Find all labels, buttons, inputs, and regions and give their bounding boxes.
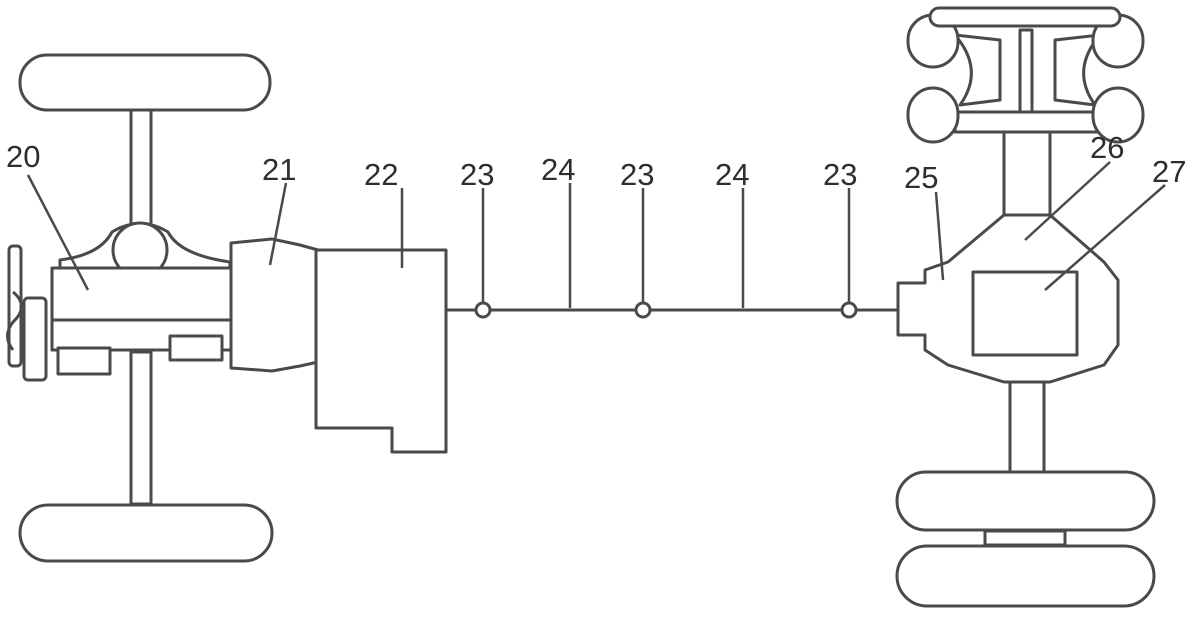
- label-23-second: 23: [620, 157, 654, 192]
- rear-lower-spacer: [983, 529, 1067, 547]
- engine-accessory-left: [56, 346, 112, 376]
- engine-block: [50, 266, 234, 322]
- front-lower-wheel: [18, 503, 274, 563]
- leader-lines: [26, 161, 1166, 308]
- label-27: 27: [1152, 154, 1186, 189]
- leader-25: [934, 191, 945, 281]
- universal-joint-1: [474, 301, 492, 319]
- label-23-first: 23: [460, 157, 494, 192]
- rear-lower-wheel-outer: [895, 470, 1156, 532]
- universal-joint-2: [634, 301, 652, 319]
- front-lower-axle-shaft: [129, 350, 153, 506]
- universal-joint-3: [840, 301, 858, 319]
- label-21: 21: [262, 152, 296, 187]
- leader-26: [1024, 161, 1111, 241]
- belt-curve: [6, 290, 23, 351]
- reference-labels: 20 21 22 23 24 23 24 23 25 26 27: [6, 130, 1186, 195]
- unit-21-housing: [229, 237, 320, 373]
- label-26: 26: [1090, 130, 1124, 165]
- front-upper-axle-shaft: [129, 103, 153, 237]
- propeller-shaft-assembly: [446, 301, 898, 319]
- leader-21: [268, 182, 288, 266]
- rear-axle-assembly: [895, 6, 1156, 608]
- rear-suspension-bar: [953, 110, 1105, 134]
- rear-upper-suspension: [953, 33, 1002, 107]
- drive-motor: [971, 270, 1079, 357]
- leader-27: [1044, 184, 1166, 291]
- rear-upper-wheel-left-inner: [906, 86, 960, 144]
- label-23-third: 23: [823, 157, 857, 192]
- unit-22-housing: [314, 248, 448, 454]
- label-24-first: 24: [541, 152, 575, 187]
- label-25: 25: [904, 160, 938, 195]
- label-22: 22: [364, 157, 398, 192]
- flywheel-plate: [22, 296, 48, 382]
- leader-20: [26, 174, 90, 291]
- label-20: 20: [6, 139, 40, 174]
- rear-lower-wheel-inner: [895, 544, 1156, 608]
- label-24-second: 24: [715, 157, 749, 192]
- front-upper-wheel: [18, 53, 272, 112]
- rear-upper-wheel-right-inner: [1091, 86, 1145, 144]
- rear-upper-tire-band: [928, 6, 1122, 28]
- rear-lower-axle-tube: [1008, 373, 1046, 477]
- front-axle-assembly: [6, 53, 274, 563]
- engine-accessory-right: [168, 334, 224, 362]
